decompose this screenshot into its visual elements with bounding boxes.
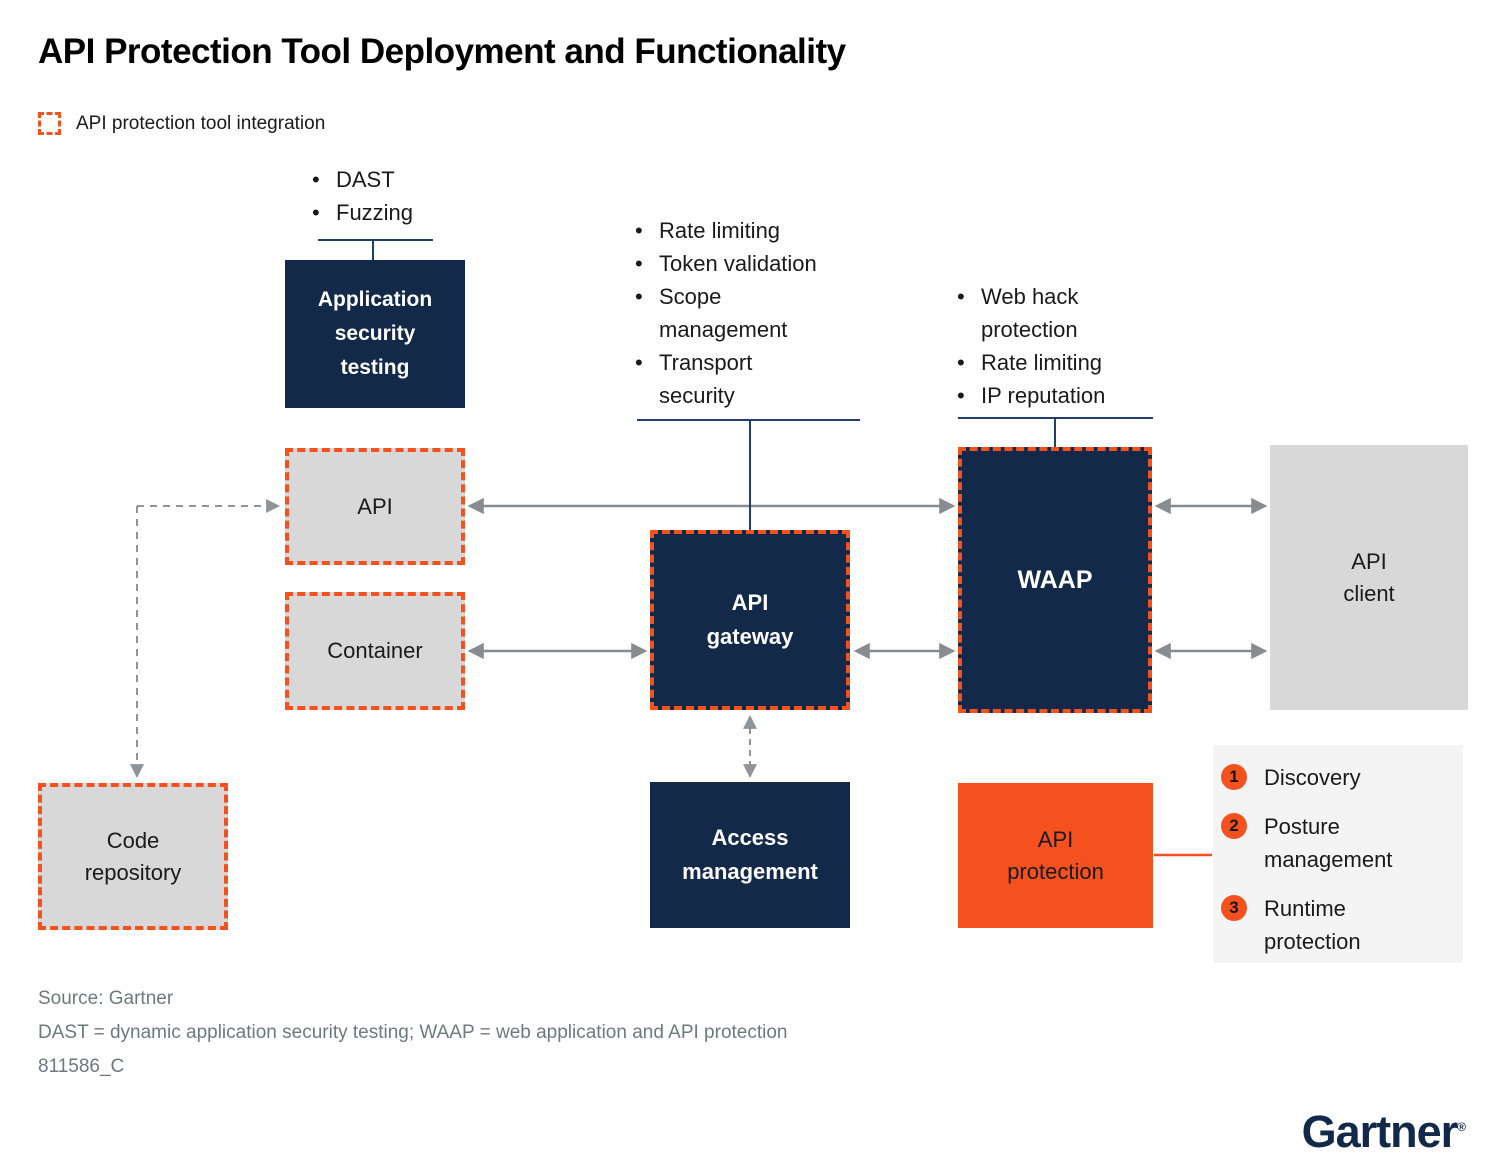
gartner-logo: Gartner® — [1301, 1106, 1466, 1157]
bullet-item: • IP reputation — [957, 379, 1129, 412]
bullet-list-gateway: • Rate limiting • Token validation • Sco… — [635, 214, 817, 412]
numbered-legend-panel: 1 Discovery 2 Posture management 3 Runti… — [1213, 745, 1463, 963]
bullet-icon: • — [957, 284, 965, 309]
legend-item-discovery: 1 Discovery — [1221, 761, 1453, 794]
bullet-icon: • — [312, 167, 320, 192]
number-badge-icon: 1 — [1221, 764, 1247, 790]
bullet-item: • Rate limiting — [957, 346, 1129, 379]
footer: Source: Gartner DAST = dynamic applicati… — [38, 982, 788, 1084]
bullet-icon: • — [957, 350, 965, 375]
legend-item-posture-management: 2 Posture management — [1221, 810, 1453, 876]
bullet-item: • Fuzzing — [312, 196, 462, 229]
legend-integration-label: API protection tool integration — [76, 112, 326, 134]
bullet-icon: • — [957, 383, 965, 408]
legend-item-runtime-protection: 3 Runtime protection — [1221, 892, 1453, 958]
box-waap: WAAP — [958, 447, 1152, 713]
page-title: API Protection Tool Deployment and Funct… — [38, 32, 846, 71]
footer-note: DAST = dynamic application security test… — [38, 1022, 788, 1043]
number-badge-icon: 2 — [1221, 813, 1247, 839]
dashed-square-icon — [38, 112, 61, 135]
bullet-item: • Web hack protection — [957, 280, 1129, 346]
bullet-item: • DAST — [312, 163, 462, 196]
box-access-management: Access management — [650, 782, 850, 928]
bullet-item: • Scope management — [635, 280, 817, 346]
box-container: Container — [285, 592, 465, 710]
legend-integration: API protection tool integration — [38, 112, 325, 135]
box-code-repository: Code repository — [38, 783, 228, 930]
bullet-icon: • — [635, 284, 643, 309]
bullet-item: • Token validation — [635, 247, 817, 280]
box-api-gateway: API gateway — [650, 530, 850, 710]
bullet-icon: • — [635, 218, 643, 243]
bullet-list-ast: • DAST • Fuzzing — [312, 163, 462, 229]
footer-figure-id: 811586_C — [38, 1056, 125, 1077]
bullet-icon: • — [635, 350, 643, 375]
box-api-client: API client — [1270, 445, 1468, 710]
box-application-security-testing: Application security testing — [285, 260, 465, 408]
bullet-item: • Transport security — [635, 346, 817, 412]
bullet-item: • Rate limiting — [635, 214, 817, 247]
box-api: API — [285, 448, 465, 565]
registered-mark: ® — [1457, 1120, 1466, 1134]
number-badge-icon: 3 — [1221, 895, 1247, 921]
bullet-icon: • — [312, 200, 320, 225]
box-api-protection: API protection — [958, 783, 1153, 928]
bullet-icon: • — [635, 251, 643, 276]
bullet-list-waap: • Web hack protection • Rate limiting • … — [957, 280, 1129, 412]
footer-source: Source: Gartner — [38, 988, 174, 1009]
